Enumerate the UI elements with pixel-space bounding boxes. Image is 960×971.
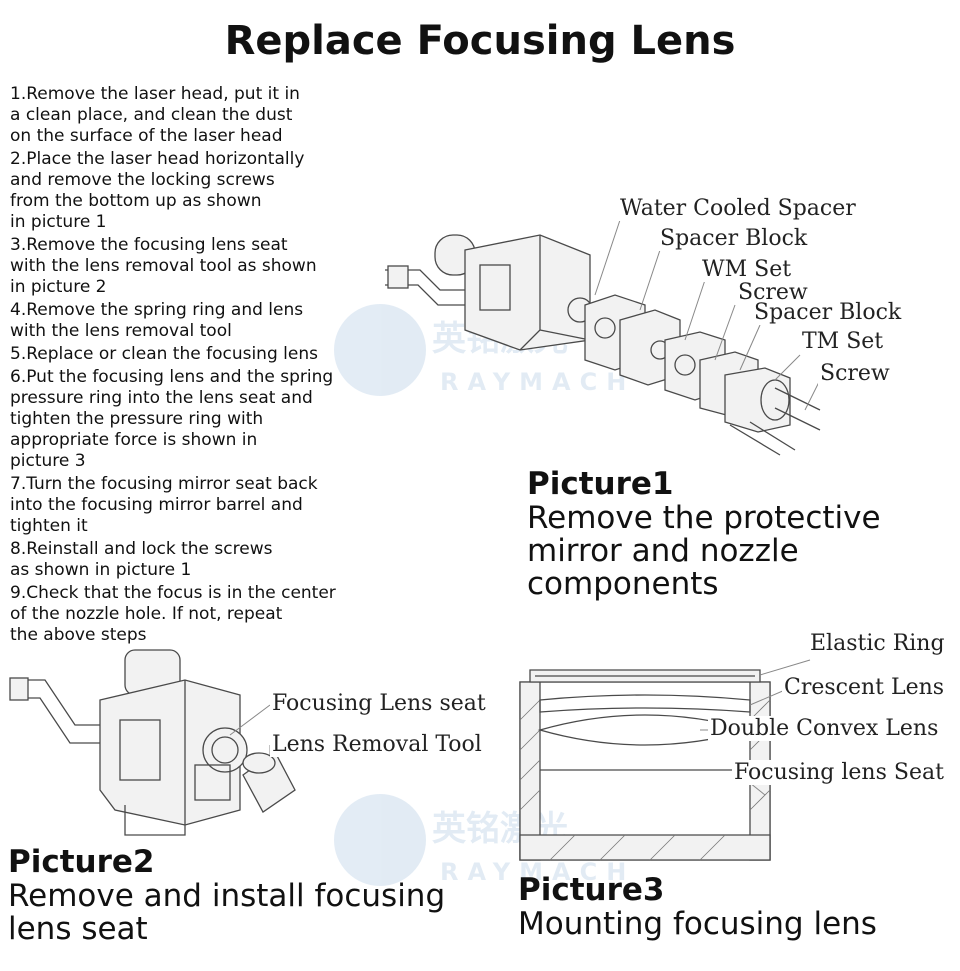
picture3-caption: Picture3 Mounting focusing lens xyxy=(518,872,877,941)
picture3-heading: Picture3 xyxy=(518,872,665,908)
watermark-en: RAYMACH xyxy=(440,858,635,886)
picture2-caption-line: lens seat xyxy=(8,911,148,947)
label-lens-removal-tool: Lens Removal Tool xyxy=(270,732,484,757)
picture3-caption-line: Mounting focusing lens xyxy=(518,906,877,942)
step-2: 2.Place the laser head horizontally and … xyxy=(10,149,305,232)
picture1-caption-line: Remove the protective xyxy=(527,500,881,536)
step-1: 1.Remove the laser head, put it in a cle… xyxy=(10,84,300,146)
watermark-bottom: 英铭激光 RAYMACH xyxy=(334,794,635,886)
label-crescent-lens: Crescent Lens xyxy=(782,675,947,700)
label-wm-set: WM Set xyxy=(700,257,794,282)
picture1-illustration xyxy=(385,219,821,456)
watermark-logo-icon xyxy=(334,794,426,886)
step-7: 7.Turn the focusing mirror seat back int… xyxy=(10,474,318,536)
label-screw-2: Screw xyxy=(818,361,892,386)
picture1-caption-line: components xyxy=(527,566,719,602)
page-title: Replace Focusing Lens xyxy=(224,18,736,64)
label-spacer-block: Spacer Block xyxy=(658,226,810,251)
step-6: 6.Put the focusing lens and the spring p… xyxy=(10,367,334,471)
label-focusing-lens-seat-3: Focusing lens Seat xyxy=(732,760,946,785)
label-double-convex-lens: Double Convex Lens xyxy=(708,716,941,741)
picture2-caption-line: Remove and install focusing xyxy=(8,878,446,914)
label-elastic-ring: Elastic Ring xyxy=(808,631,947,656)
picture2-illustration xyxy=(9,649,296,836)
picture1-caption-line: mirror and nozzle xyxy=(527,533,799,569)
picture1-caption: Picture1 Remove the protective mirror an… xyxy=(527,466,881,601)
step-9: 9.Check that the focus is in the center … xyxy=(10,583,336,645)
step-8: 8.Reinstall and lock the screws as shown… xyxy=(10,539,273,580)
step-3: 3.Remove the focusing lens seat with the… xyxy=(10,235,317,297)
picture2-heading: Picture2 xyxy=(8,844,155,880)
step-5: 5.Replace or clean the focusing lens xyxy=(10,344,318,364)
label-focusing-lens-seat: Focusing Lens seat xyxy=(270,691,488,716)
picture1-heading: Picture1 xyxy=(527,466,674,502)
label-spacer-block-2: Spacer Block xyxy=(752,300,904,325)
instruction-steps: 1.Remove the laser head, put it in a cle… xyxy=(10,84,370,648)
watermark-en: RAYMACH xyxy=(440,368,635,396)
picture2-caption: Picture2 Remove and install focusing len… xyxy=(8,844,445,946)
label-water-cooled-spacer: Water Cooled Spacer xyxy=(618,196,858,221)
label-tm-set: TM Set xyxy=(800,329,886,354)
watermark-logo-icon xyxy=(334,304,426,396)
step-4: 4.Remove the spring ring and lens with t… xyxy=(10,300,304,341)
